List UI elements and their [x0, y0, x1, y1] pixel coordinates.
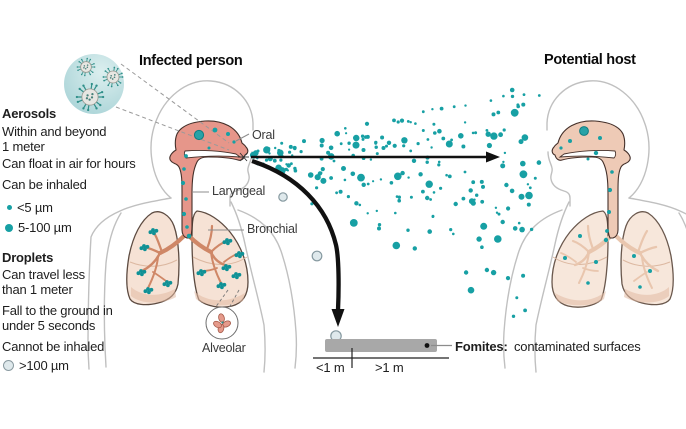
alveolar-label: Alveolar [202, 341, 246, 355]
fomites-description: contaminated surfaces [514, 339, 641, 354]
scale-far-label: >1 m [375, 360, 404, 375]
scale-near-label: <1 m [316, 360, 345, 375]
potential-host-figure [502, 80, 686, 373]
distance-scale [313, 348, 449, 368]
potential-host-title: Potential host [544, 52, 636, 68]
small-aerosol-dot-icon [7, 205, 12, 210]
droplets-heading: Droplets [2, 250, 54, 265]
laryngeal-label: Laryngeal [212, 184, 266, 198]
ground-bar [325, 339, 437, 352]
mouth-spray-icon [238, 152, 249, 162]
bronchial-label: Bronchial [247, 222, 298, 236]
aerosol-size-label: 5-100 µm [18, 220, 72, 235]
droplets-line: Cannot be inhaled [2, 339, 105, 354]
aerosols-heading: Aerosols [2, 106, 57, 121]
fomites-caption: Fomites: contaminated surfaces [455, 339, 641, 354]
virus-inset-circle [64, 54, 124, 114]
infected-person-figure [87, 80, 298, 373]
droplet-fall-arrow [251, 158, 345, 327]
fomites-label: Fomites: [455, 339, 508, 354]
aerosol-size-large: 5-100 µm [5, 220, 72, 235]
large-aerosol-dot-icon [5, 223, 13, 232]
infected-person-title: Infected person [139, 53, 243, 69]
alveolar-inset [205, 289, 240, 340]
fomite-surface [325, 339, 452, 352]
large-droplets [278, 192, 342, 342]
droplets-line: under 5 seconds [2, 318, 96, 333]
aerosol-size-label: <5 µm [17, 200, 53, 215]
aerosol-size-small: <5 µm [7, 200, 53, 215]
alveoli-icon [213, 313, 231, 334]
host-virus-dots [559, 126, 652, 289]
droplets-line: Can travel less [2, 267, 85, 282]
aerosol-cloud [249, 87, 542, 318]
droplets-line: than 1 meter [2, 282, 73, 297]
label-leaders [193, 133, 250, 231]
droplet-circle-icon [3, 360, 14, 371]
virus-callout [64, 54, 230, 151]
droplet-size-label: >100 µm [19, 358, 69, 373]
droplets-line: Fall to the ground in [2, 303, 113, 318]
coronavirus-icon [75, 57, 124, 112]
aerosols-line: Within and beyond [2, 124, 107, 139]
aerosols-line: Can float in air for hours [2, 156, 136, 171]
aerosols-line: Can be inhaled [2, 177, 87, 192]
infected-virus-dots [136, 127, 245, 295]
oral-label: Oral [252, 128, 275, 142]
aerosols-line: 1 meter [2, 139, 45, 154]
airborne-arrow [251, 151, 500, 163]
droplet-size: >100 µm [3, 358, 69, 373]
